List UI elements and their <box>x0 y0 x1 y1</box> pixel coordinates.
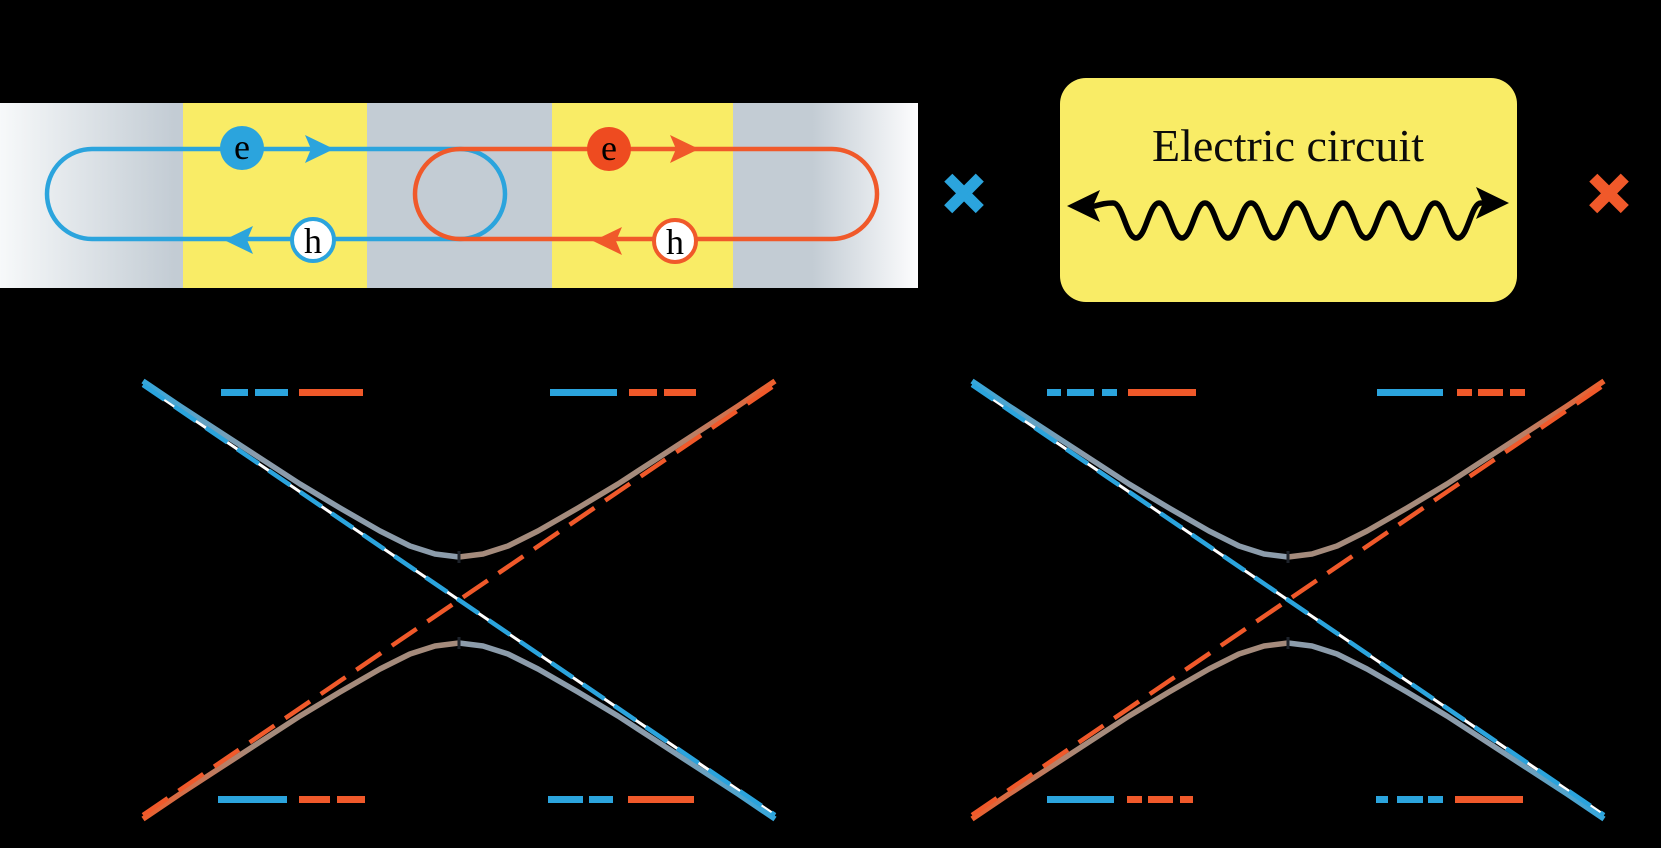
band-character-mark <box>1148 796 1173 803</box>
band-character-mark <box>1455 796 1523 803</box>
dispersion-panel-right <box>970 378 1606 822</box>
hole-orange-marker <box>652 218 698 264</box>
photon-wavy-line <box>1092 200 1484 241</box>
electron-orange-marker <box>587 127 631 171</box>
electron-blue-label: e <box>234 127 250 167</box>
band-character-mark <box>337 796 365 803</box>
band-character-mark <box>1047 796 1114 803</box>
band-character-mark <box>664 389 696 396</box>
wavy-arrowhead-right-icon <box>1476 187 1509 219</box>
band-character-mark <box>1397 796 1423 803</box>
yellow-region-left <box>183 103 367 288</box>
band-character-mark <box>589 796 613 803</box>
gap-tick-lower <box>1286 637 1290 649</box>
band-character-mark <box>299 389 363 396</box>
band-character-mark <box>629 389 657 396</box>
band-character-mark <box>1102 389 1117 396</box>
times-orange-symbol: × <box>1589 155 1629 231</box>
gap-tick-upper <box>1286 551 1290 563</box>
electron-blue-marker <box>220 126 264 170</box>
sample-strip <box>0 103 918 288</box>
blue-mode-dashed-line <box>970 383 1606 817</box>
band-character-mark <box>548 796 583 803</box>
dispersion-panel-left <box>141 378 777 822</box>
band-character-marks-left-panel <box>218 389 696 803</box>
upper-hybrid-band <box>970 378 1606 560</box>
gap-tick-upper <box>457 551 461 563</box>
arrow-right-orange-icon <box>670 135 699 163</box>
edge-channel-schematic: e e h h <box>0 103 918 288</box>
hole-blue-marker <box>290 217 336 263</box>
band-character-mark <box>1428 796 1443 803</box>
wavy-arrowhead-left-icon <box>1067 190 1100 222</box>
band-character-mark <box>299 796 330 803</box>
band-character-marks-right-panel <box>1047 389 1525 803</box>
hole-orange-label: h <box>666 222 684 262</box>
band-character-mark <box>1478 389 1503 396</box>
band-character-mark <box>1067 389 1094 396</box>
arrow-left-orange-icon <box>593 227 622 255</box>
arrow-right-blue-icon <box>305 135 334 163</box>
upper-hybrid-band <box>141 378 777 560</box>
band-character-mark <box>1047 389 1061 396</box>
orange-edge-loop <box>412 146 880 242</box>
arrow-left-blue-icon <box>224 226 253 254</box>
times-blue-symbol: × <box>944 155 984 231</box>
band-character-mark <box>221 389 248 396</box>
band-character-mark <box>1180 796 1193 803</box>
band-character-mark <box>218 796 287 803</box>
lower-hybrid-band <box>970 640 1606 822</box>
band-character-mark <box>1376 796 1388 803</box>
yellow-region-right <box>552 103 733 288</box>
band-character-mark <box>628 796 694 803</box>
gap-tick-lower <box>457 637 461 649</box>
band-character-mark <box>1127 796 1142 803</box>
band-character-mark <box>1128 389 1196 396</box>
electric-circuit-label: Electric circuit <box>1152 120 1424 171</box>
band-character-mark <box>550 389 617 396</box>
hole-blue-label: h <box>304 221 322 261</box>
band-character-mark <box>255 389 288 396</box>
blue-mode-dashed-line <box>141 383 777 817</box>
electric-circuit-box: Electric circuit <box>1060 78 1517 302</box>
band-character-mark <box>1457 389 1472 396</box>
circuit-box-background <box>1060 78 1517 302</box>
band-character-mark <box>1510 389 1525 396</box>
electron-orange-label: e <box>601 128 617 168</box>
lower-hybrid-band <box>141 640 777 822</box>
band-character-mark <box>1377 389 1443 396</box>
